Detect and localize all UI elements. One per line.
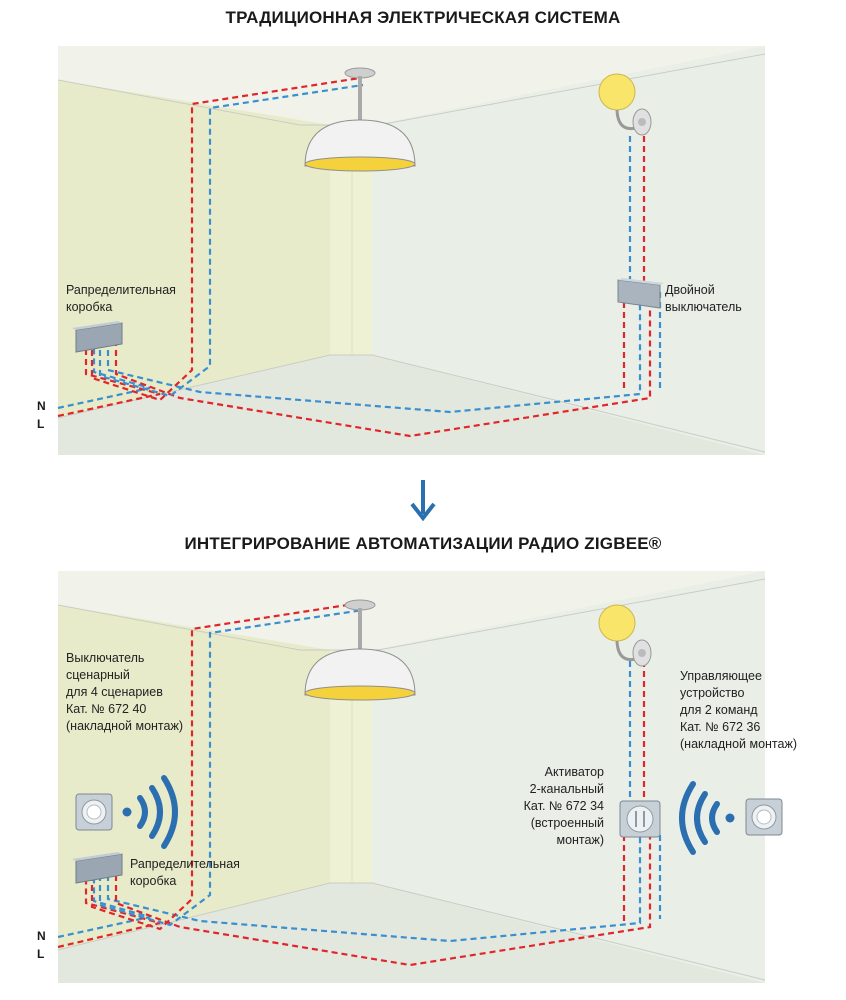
radio-waves-icon xyxy=(679,781,735,855)
wall-sconce-icon xyxy=(598,73,652,136)
radio-waves-icon xyxy=(122,775,178,849)
control-device-label: Управляющее устройство для 2 команд Кат.… xyxy=(680,669,797,751)
line-label: L xyxy=(37,947,45,961)
transition-arrow-icon xyxy=(410,480,436,522)
column xyxy=(330,650,372,883)
back-wall xyxy=(372,46,765,455)
zigbee-room-scene xyxy=(57,571,783,983)
pendant-lamp-icon xyxy=(304,67,416,172)
scene-switch-label: Выключатель сценарный для 4 сценариев Ка… xyxy=(66,651,183,733)
floor xyxy=(58,883,765,983)
neutral-label: N xyxy=(37,399,46,413)
zigbee-system-title: ИНТЕГРИРОВАНИЕ АВТОМАТИЗАЦИИ РАДИО ZIGBE… xyxy=(184,534,662,553)
actuator-label: Активатор 2-канальный Кат. № 672 34 (вст… xyxy=(523,765,604,847)
left-wall xyxy=(58,80,330,418)
column xyxy=(330,125,372,355)
traditional-system-title: ТРАДИЦИОННАЯ ЭЛЕКТРИЧЕСКАЯ СИСТЕМА xyxy=(225,8,621,27)
traditional-room-scene xyxy=(57,46,766,455)
junction-box-icon xyxy=(72,321,123,353)
junction-box-label: Рапределительная коробка xyxy=(130,857,240,888)
double-switch-icon xyxy=(617,278,664,309)
left-wall xyxy=(58,605,330,950)
back-wall xyxy=(372,571,765,983)
floor xyxy=(58,355,765,455)
wire-neutral-main xyxy=(57,340,151,410)
junction-box-icon xyxy=(72,852,123,884)
scene-switch-icon xyxy=(75,793,113,831)
wire-phase-main xyxy=(57,340,161,418)
double-switch-label: Двойной выключатель xyxy=(665,283,742,314)
junction-box-label: Рапределительная коробка xyxy=(66,283,176,314)
pendant-lamp-icon xyxy=(304,599,416,701)
actuator-icon xyxy=(619,800,661,838)
wiring xyxy=(57,76,662,438)
ceiling xyxy=(58,571,765,650)
wiring xyxy=(57,601,662,967)
neutral-label: N xyxy=(37,929,46,943)
wall-sconce-icon xyxy=(598,604,652,667)
control-device-icon xyxy=(745,798,783,836)
line-label: L xyxy=(37,417,45,431)
